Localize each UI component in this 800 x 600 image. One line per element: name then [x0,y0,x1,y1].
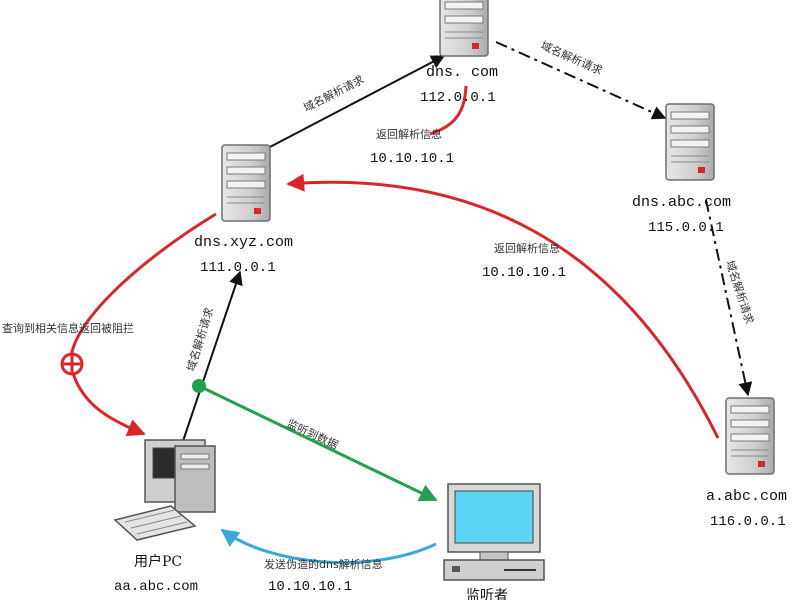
edge-query-com-to-abc [495,41,667,120]
edge-return-a-to-xyz [286,173,720,439]
edge-return-com-to-xyz [429,85,468,136]
label-blocked: 查询到相关信息返回被阻拦 [2,321,134,335]
server-icon [439,0,489,57]
listener-name: 监听者 [466,588,508,600]
label-query-xyz-to-com: 域名解析请求 [301,72,366,114]
label-forged-ip: 10.10.10.1 [268,579,352,595]
a-abc-name: a.abc.com [706,488,787,505]
label-query-com-to-abc: 域名解析请求 [539,38,605,78]
monitor-icon [443,483,545,581]
edge-forged [220,528,437,564]
server-icon [665,103,715,181]
label-return-com-to-xyz-ip: 10.10.10.1 [370,151,454,167]
desktop-pc-icon [113,439,216,541]
server-icon [725,397,775,475]
user-pc-host: aa.abc.com [114,579,198,595]
edge-sniffed [198,384,438,502]
label-return-a-to-xyz: 返回解析信息 [494,241,560,255]
edge-query-abc-to-a [705,199,753,397]
sniff-tap-point [192,379,206,393]
label-return-com-to-xyz: 返回解析信息 [376,127,442,141]
label-return-a-to-xyz-ip: 10.10.10.1 [482,265,566,281]
user-pc-name: 用户PC [134,553,182,570]
dns-xyz-ip: 111.0.0.1 [200,260,276,276]
edge-query-pc-to-xyz [179,270,243,451]
dns-com-ip: 112.0.0.1 [420,90,496,106]
dns-abc-ip: 115.0.0.1 [648,220,724,236]
label-query-pc-to-xyz: 域名解析请求 [183,306,216,373]
blocked-icon [60,352,84,376]
server-icon [221,144,271,222]
dns-com-name: dns. com [426,64,498,81]
label-sniffed: 监听到数据 [285,416,341,452]
dns-abc-name: dns.abc.com [632,194,731,211]
edge-query-xyz-to-com [267,55,446,149]
label-forged: 发送伪造的dns解析信息 [264,557,383,571]
dns-xyz-name: dns.xyz.com [194,234,293,251]
a-abc-ip: 116.0.0.1 [710,514,786,530]
label-query-abc-to-a: 域名解析请求 [723,259,757,326]
